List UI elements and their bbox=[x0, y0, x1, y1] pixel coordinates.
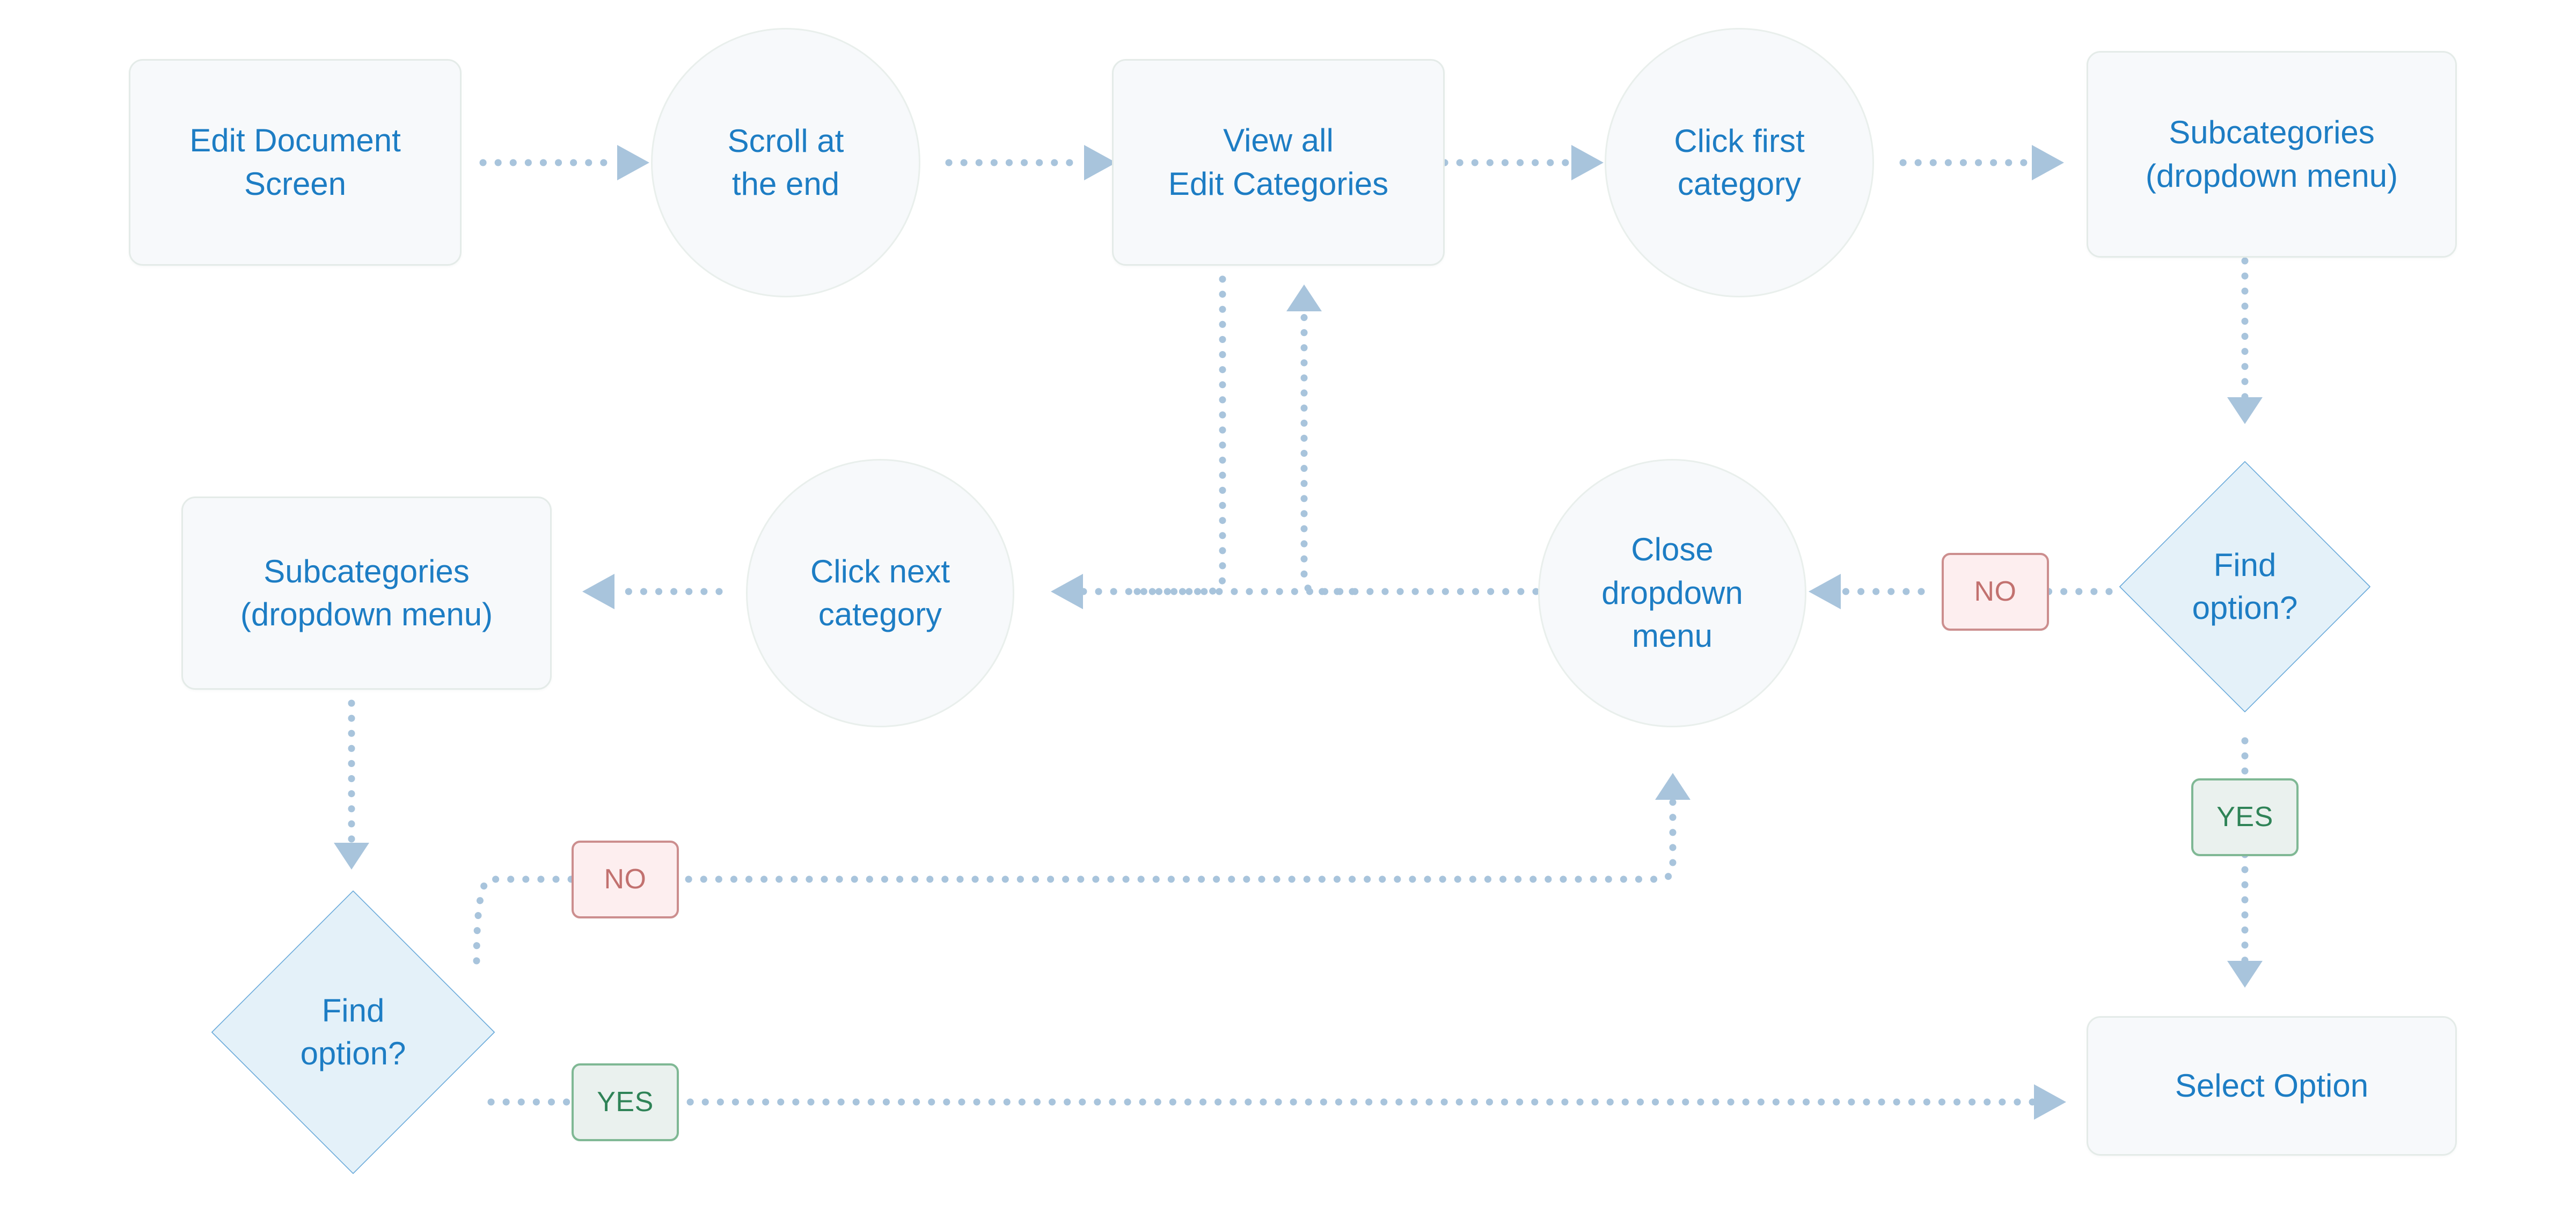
node-click-next-category[interactable]: Click next category bbox=[746, 459, 1014, 727]
diamond-shape bbox=[2112, 454, 2378, 720]
badge-yes-right: YES bbox=[2191, 778, 2299, 856]
edge-no-left-to-closedropdown bbox=[670, 796, 1677, 883]
node-subcategories-left[interactable]: Subcategories (dropdown menu) bbox=[181, 497, 552, 690]
arrowhead bbox=[1655, 773, 1690, 800]
badge-label: YES bbox=[2216, 801, 2273, 833]
badge-label: NO bbox=[1974, 575, 2017, 607]
arrowhead bbox=[1809, 574, 1841, 609]
node-click-first-category[interactable]: Click first category bbox=[1605, 28, 1874, 297]
edge-viewall-down-leg bbox=[1123, 275, 1226, 595]
badge-no-right: NO bbox=[1942, 553, 2049, 631]
node-label: Click first category bbox=[1674, 122, 1805, 202]
node-label: Edit Document Screen bbox=[189, 122, 401, 202]
node-label: View all Edit Categories bbox=[1168, 122, 1389, 202]
node-select-option[interactable]: Select Option bbox=[2087, 1016, 2457, 1156]
node-edit-document-screen[interactable]: Edit Document Screen bbox=[129, 59, 462, 266]
arrowhead bbox=[1051, 574, 1083, 609]
arrowhead bbox=[617, 145, 649, 180]
arrowhead bbox=[2227, 961, 2263, 988]
node-label: Subcategories (dropdown menu) bbox=[2145, 114, 2398, 194]
node-find-option-right[interactable]: Find option? bbox=[2112, 454, 2378, 720]
arrowhead bbox=[1286, 284, 1322, 311]
node-close-dropdown-menu[interactable]: Close dropdown menu bbox=[1538, 459, 1806, 727]
arrowhead bbox=[1571, 145, 1604, 180]
arrowhead bbox=[2227, 397, 2263, 424]
node-label: Find option? bbox=[2192, 546, 2298, 626]
badge-label: YES bbox=[597, 1086, 654, 1118]
badge-yes-left: YES bbox=[572, 1063, 679, 1141]
node-scroll-at-the-end[interactable]: Scroll at the end bbox=[651, 28, 920, 297]
node-label: Click next category bbox=[810, 553, 950, 632]
node-label: Select Option bbox=[2175, 1067, 2369, 1104]
badge-no-left: NO bbox=[572, 841, 679, 918]
diamond-shape bbox=[203, 882, 503, 1183]
node-label: Find option? bbox=[300, 992, 406, 1071]
node-view-all-edit-categories[interactable]: View all Edit Categories bbox=[1112, 59, 1445, 266]
arrowhead bbox=[2034, 1084, 2066, 1120]
arrowhead bbox=[1084, 145, 1116, 180]
node-find-option-left[interactable]: Find option? bbox=[203, 882, 503, 1183]
node-label: Subcategories (dropdown menu) bbox=[240, 553, 493, 632]
badge-label: NO bbox=[604, 863, 647, 895]
arrowhead bbox=[2032, 145, 2064, 180]
node-label: Scroll at the end bbox=[727, 122, 844, 202]
edge-clicknext-back-to-viewall bbox=[1300, 308, 1356, 595]
node-subcategories-top[interactable]: Subcategories (dropdown menu) bbox=[2087, 51, 2457, 258]
arrowhead bbox=[334, 843, 369, 870]
arrowhead bbox=[582, 574, 614, 609]
node-label: Close dropdown menu bbox=[1601, 531, 1743, 654]
